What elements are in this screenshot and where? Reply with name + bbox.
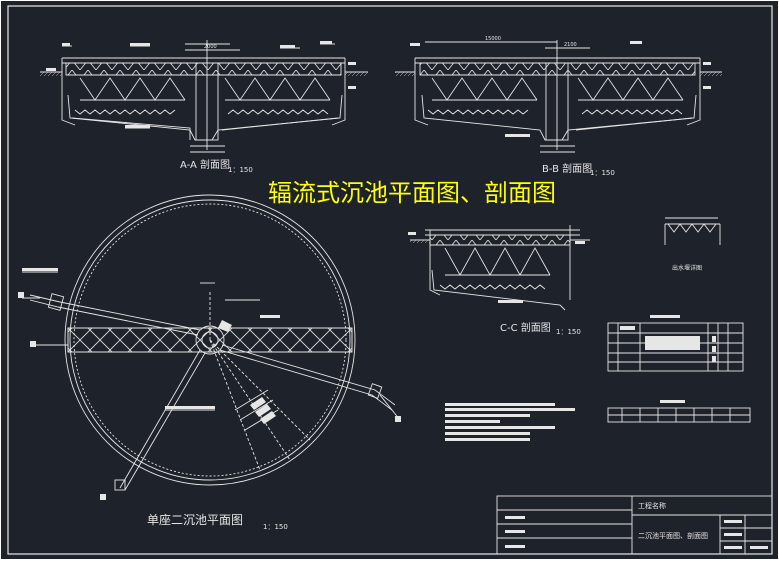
project-name-label: 工程名称	[638, 501, 666, 510]
section-cc	[410, 225, 590, 311]
notes-block	[445, 403, 575, 441]
schedule-table	[607, 322, 744, 372]
main-title: 辐流式沉池平面图、剖面图	[268, 179, 556, 207]
plan-scale: 1：150	[263, 523, 288, 531]
section-bb-dim-right: 2100	[564, 42, 577, 48]
plan-view	[22, 194, 401, 491]
pipe-table	[607, 407, 751, 423]
plan-label: 单座二沉池平面图	[147, 512, 243, 527]
section-aa-dim: 2000	[204, 44, 217, 50]
section-cc-label: C-C 剖面图	[500, 321, 551, 334]
weir-detail-label: 出水堰详图	[672, 264, 702, 272]
section-bb-dim: 15000	[485, 36, 501, 42]
section-aa-scale: 1：150	[228, 166, 253, 174]
weir-detail	[664, 217, 721, 245]
title-block	[496, 495, 773, 555]
section-aa-label: A-A 剖面图	[180, 158, 230, 171]
drawing-frame	[7, 5, 773, 555]
section-cc-scale: 1：150	[556, 328, 581, 336]
drawing-name-label: 二沉池平面图、剖面图	[638, 531, 708, 540]
section-bb-scale: 1：150	[590, 169, 615, 177]
section-bb	[395, 40, 722, 153]
section-aa	[40, 40, 368, 153]
section-bb-label: B-B 剖面图	[542, 162, 592, 175]
